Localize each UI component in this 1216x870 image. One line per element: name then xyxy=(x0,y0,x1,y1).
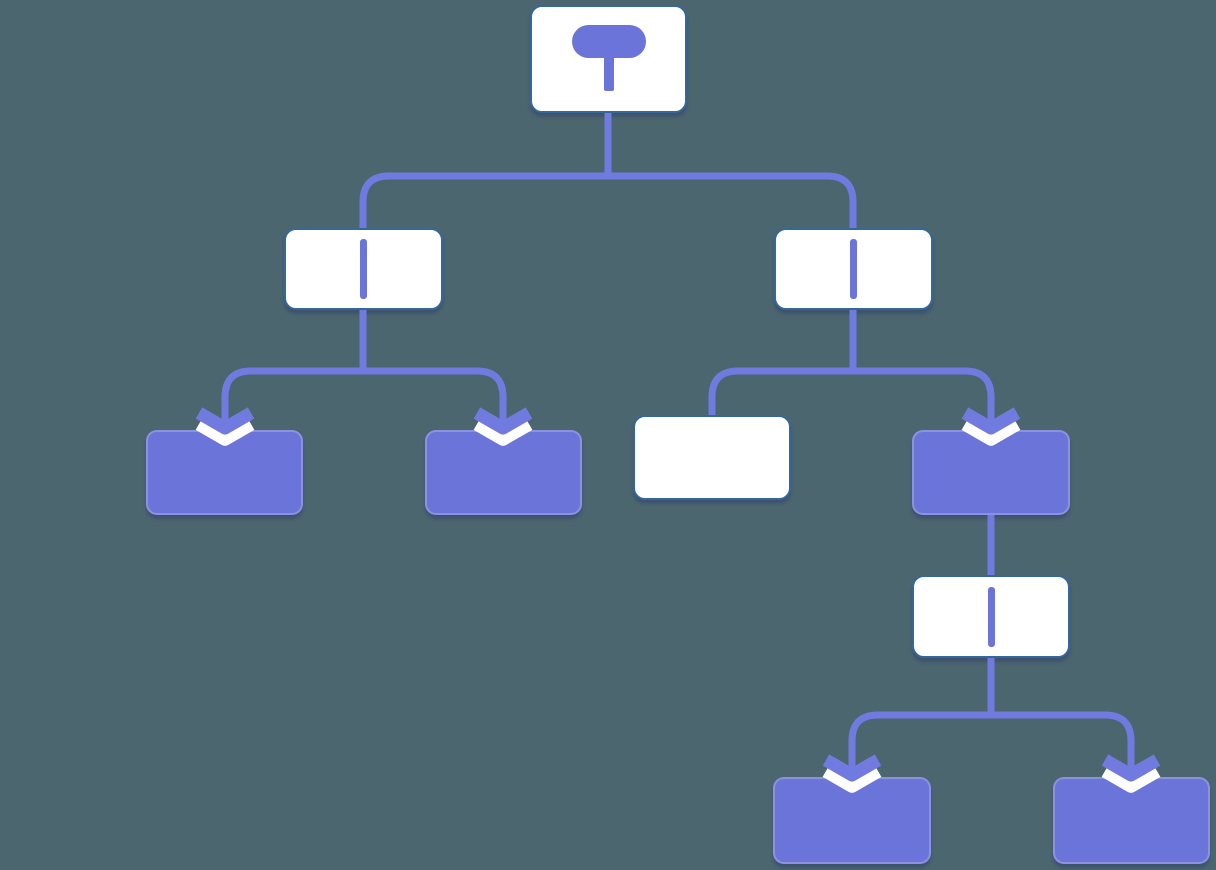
pipe-icon xyxy=(987,586,995,647)
arrow-down-icon xyxy=(473,407,533,435)
arrow-down-icon xyxy=(1101,754,1161,782)
edge-rail xyxy=(359,172,857,228)
node-branch-right[interactable] xyxy=(774,228,933,310)
node-plain-white[interactable] xyxy=(633,415,791,500)
node-leaf-2[interactable] xyxy=(425,430,582,515)
node-branch-lower[interactable] xyxy=(912,575,1070,658)
pipe-icon xyxy=(360,239,367,299)
pill-stem xyxy=(603,55,614,91)
node-leaf-4[interactable] xyxy=(1053,777,1210,864)
node-leaf-3[interactable] xyxy=(773,777,931,864)
arrow-down-icon xyxy=(961,407,1021,435)
edge-rail xyxy=(848,711,1135,769)
node-branch-left[interactable] xyxy=(284,228,443,310)
pill-shape xyxy=(571,25,646,58)
edge-rail xyxy=(221,367,507,422)
node-root[interactable] xyxy=(530,5,687,113)
root-pill-icon xyxy=(571,25,646,91)
node-purple-mid[interactable] xyxy=(912,430,1070,515)
arrow-down-icon xyxy=(822,754,882,782)
pipe-icon xyxy=(850,239,857,299)
arrow-down-icon xyxy=(195,407,255,435)
node-leaf-1[interactable] xyxy=(146,430,303,515)
